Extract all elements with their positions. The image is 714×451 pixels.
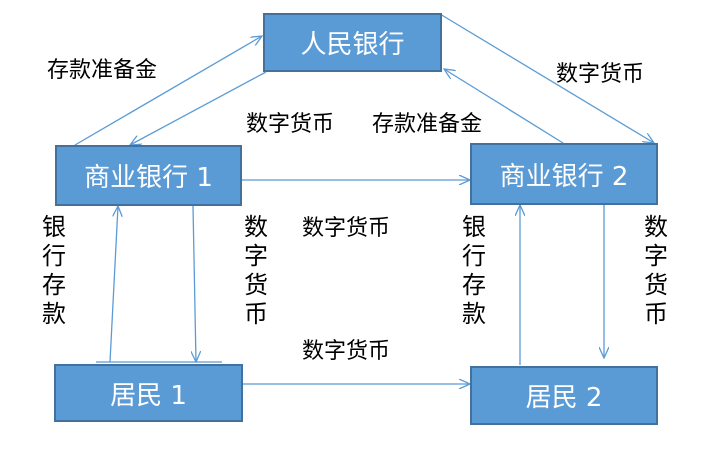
label-central-to-bank2: 数字货币 [556, 62, 645, 87]
arrow-central-to-bank1 [130, 71, 267, 145]
resident2-label: 居民 2 [525, 383, 603, 413]
arrow-bank1-to-resident1 [193, 205, 196, 362]
label-bank1-to-resident1: 数字货币 [244, 213, 268, 328]
resident1-box: 居民 1 [54, 364, 243, 422]
resident1-label: 居民 1 [110, 380, 187, 411]
central-bank-label: 人民银行 [300, 30, 405, 60]
resident2-box: 居民 2 [470, 366, 658, 425]
label-resident1-resident2: 数字货币 [302, 339, 391, 364]
label-central-to-bank1: 数字货币 [246, 112, 335, 137]
label-bank2-to-resident2: 数字货币 [644, 213, 668, 328]
bank1-box: 商业银行 1 [55, 145, 242, 206]
arrow-bank2-to-central [444, 69, 564, 144]
bank1-label: 商业银行 1 [84, 163, 213, 193]
arrow-bank1-to-central [74, 36, 262, 146]
label-resident1-to-bank1: 银行存款 [42, 213, 66, 328]
label-resident2-to-bank2: 银行存款 [462, 213, 486, 328]
label-bank2-to-central: 存款准备金 [372, 112, 483, 137]
central-bank-box: 人民银行 [263, 13, 442, 72]
label-bank1-to-central: 存款准备金 [47, 58, 158, 83]
arrow-central-to-bank2 [439, 13, 654, 143]
arrow-resident1-to-bank1 [109, 206, 118, 363]
label-bank1-bank2: 数字货币 [302, 216, 391, 241]
bank2-box: 商业银行 2 [470, 143, 658, 205]
bank2-label: 商业银行 2 [499, 161, 629, 192]
